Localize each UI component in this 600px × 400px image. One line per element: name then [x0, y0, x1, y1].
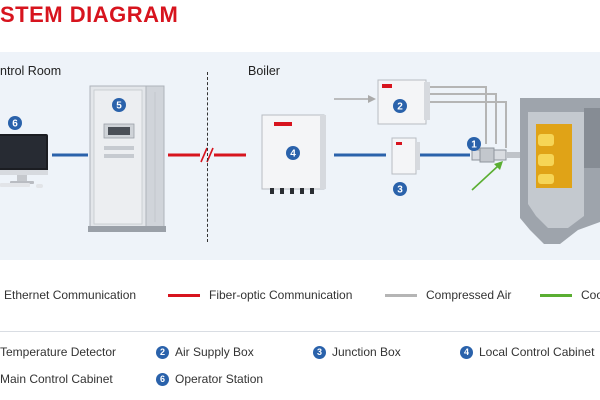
- legend-label-ethernet: Ethernet Communication: [4, 288, 137, 302]
- boiler: [520, 98, 600, 244]
- cooling-arrow: [494, 161, 503, 170]
- legend-swatch-cooling: [540, 293, 572, 297]
- key-label-temperature-detector: Temperature Detector: [0, 345, 117, 359]
- legend-label-fiber: Fiber-optic Communication: [209, 288, 353, 302]
- badge-air-supply-box-num: 2: [397, 102, 403, 113]
- legend-item-cooling: Coo: [540, 284, 600, 306]
- legend-item-compressed-air: Compressed Air: [385, 284, 511, 306]
- page-title: STEM DIAGRAM: [0, 2, 179, 27]
- badge-local-control-cabinet: 4: [286, 146, 300, 160]
- key-badge-operator-station: 6: [156, 372, 169, 386]
- key-item-air-supply-box: 2 Air Supply Box: [156, 343, 254, 361]
- badge-main-control-cabinet-num: 5: [116, 101, 122, 112]
- key-badge-local-control-cabinet: 4: [460, 345, 473, 359]
- key-item-operator-station: 6 Operator Station: [156, 370, 263, 388]
- key-label-local-control-cabinet: Local Control Cabinet: [479, 345, 595, 359]
- legend-label-compressed-air: Compressed Air: [426, 288, 512, 302]
- system-diagram: 6 5 4 2 3 1: [0, 79, 600, 244]
- key-label-air-supply-box: Air Supply Box: [175, 345, 254, 359]
- badge-local-control-cabinet-num: 4: [290, 149, 296, 160]
- section-label-boiler: Boiler: [248, 64, 280, 78]
- key-label-junction-box: Junction Box: [332, 345, 401, 359]
- legend-key-divider: [0, 331, 600, 332]
- badge-junction-box: 3: [393, 182, 407, 196]
- section-label-control-room: ntrol Room: [0, 64, 62, 78]
- legend-item-fiber: Fiber-optic Communication: [168, 284, 352, 306]
- legend: Ethernet Communication Fiber-optic Commu…: [0, 284, 600, 306]
- key-item-temperature-detector: Temperature Detector: [0, 343, 116, 361]
- badge-operator-station: 6: [8, 116, 22, 130]
- air-supply-line-c: [428, 101, 507, 148]
- badge-operator-station-num: 6: [12, 119, 18, 130]
- legend-item-ethernet: Ethernet Communication: [4, 284, 136, 306]
- cooling-line: [471, 165, 499, 191]
- badge-temperature-detector-num: 1: [471, 140, 477, 151]
- badge-temperature-detector: 1: [467, 137, 481, 151]
- junction-box: [391, 137, 420, 175]
- key-item-main-control-cabinet: Main Control Cabinet: [0, 370, 113, 388]
- key-item-junction-box: 3 Junction Box: [313, 343, 401, 361]
- badge-air-supply-box: 2: [393, 99, 407, 113]
- key-badge-air-supply-box: 2: [156, 345, 169, 359]
- legend-label-cooling: Coo: [581, 288, 600, 302]
- air-supply-line-a: [428, 86, 487, 144]
- badge-junction-box-num: 3: [397, 185, 403, 196]
- air-inlet-arrow: [368, 95, 376, 103]
- legend-swatch-fiber: [168, 293, 200, 297]
- legend-swatch-compressed-air: [385, 293, 417, 297]
- key-label-main-control-cabinet: Main Control Cabinet: [0, 372, 113, 386]
- main-control-cabinet: [88, 85, 166, 232]
- key-item-local-control-cabinet: 4 Local Control Cabinet: [460, 343, 594, 361]
- operator-station: [0, 134, 48, 188]
- key-badge-junction-box: 3: [313, 345, 326, 359]
- badge-main-control-cabinet: 5: [112, 98, 126, 112]
- air-supply-line-b: [428, 93, 497, 144]
- temperature-detector: [471, 147, 522, 163]
- key-label-operator-station: Operator Station: [175, 372, 264, 386]
- section-divider: [207, 72, 208, 242]
